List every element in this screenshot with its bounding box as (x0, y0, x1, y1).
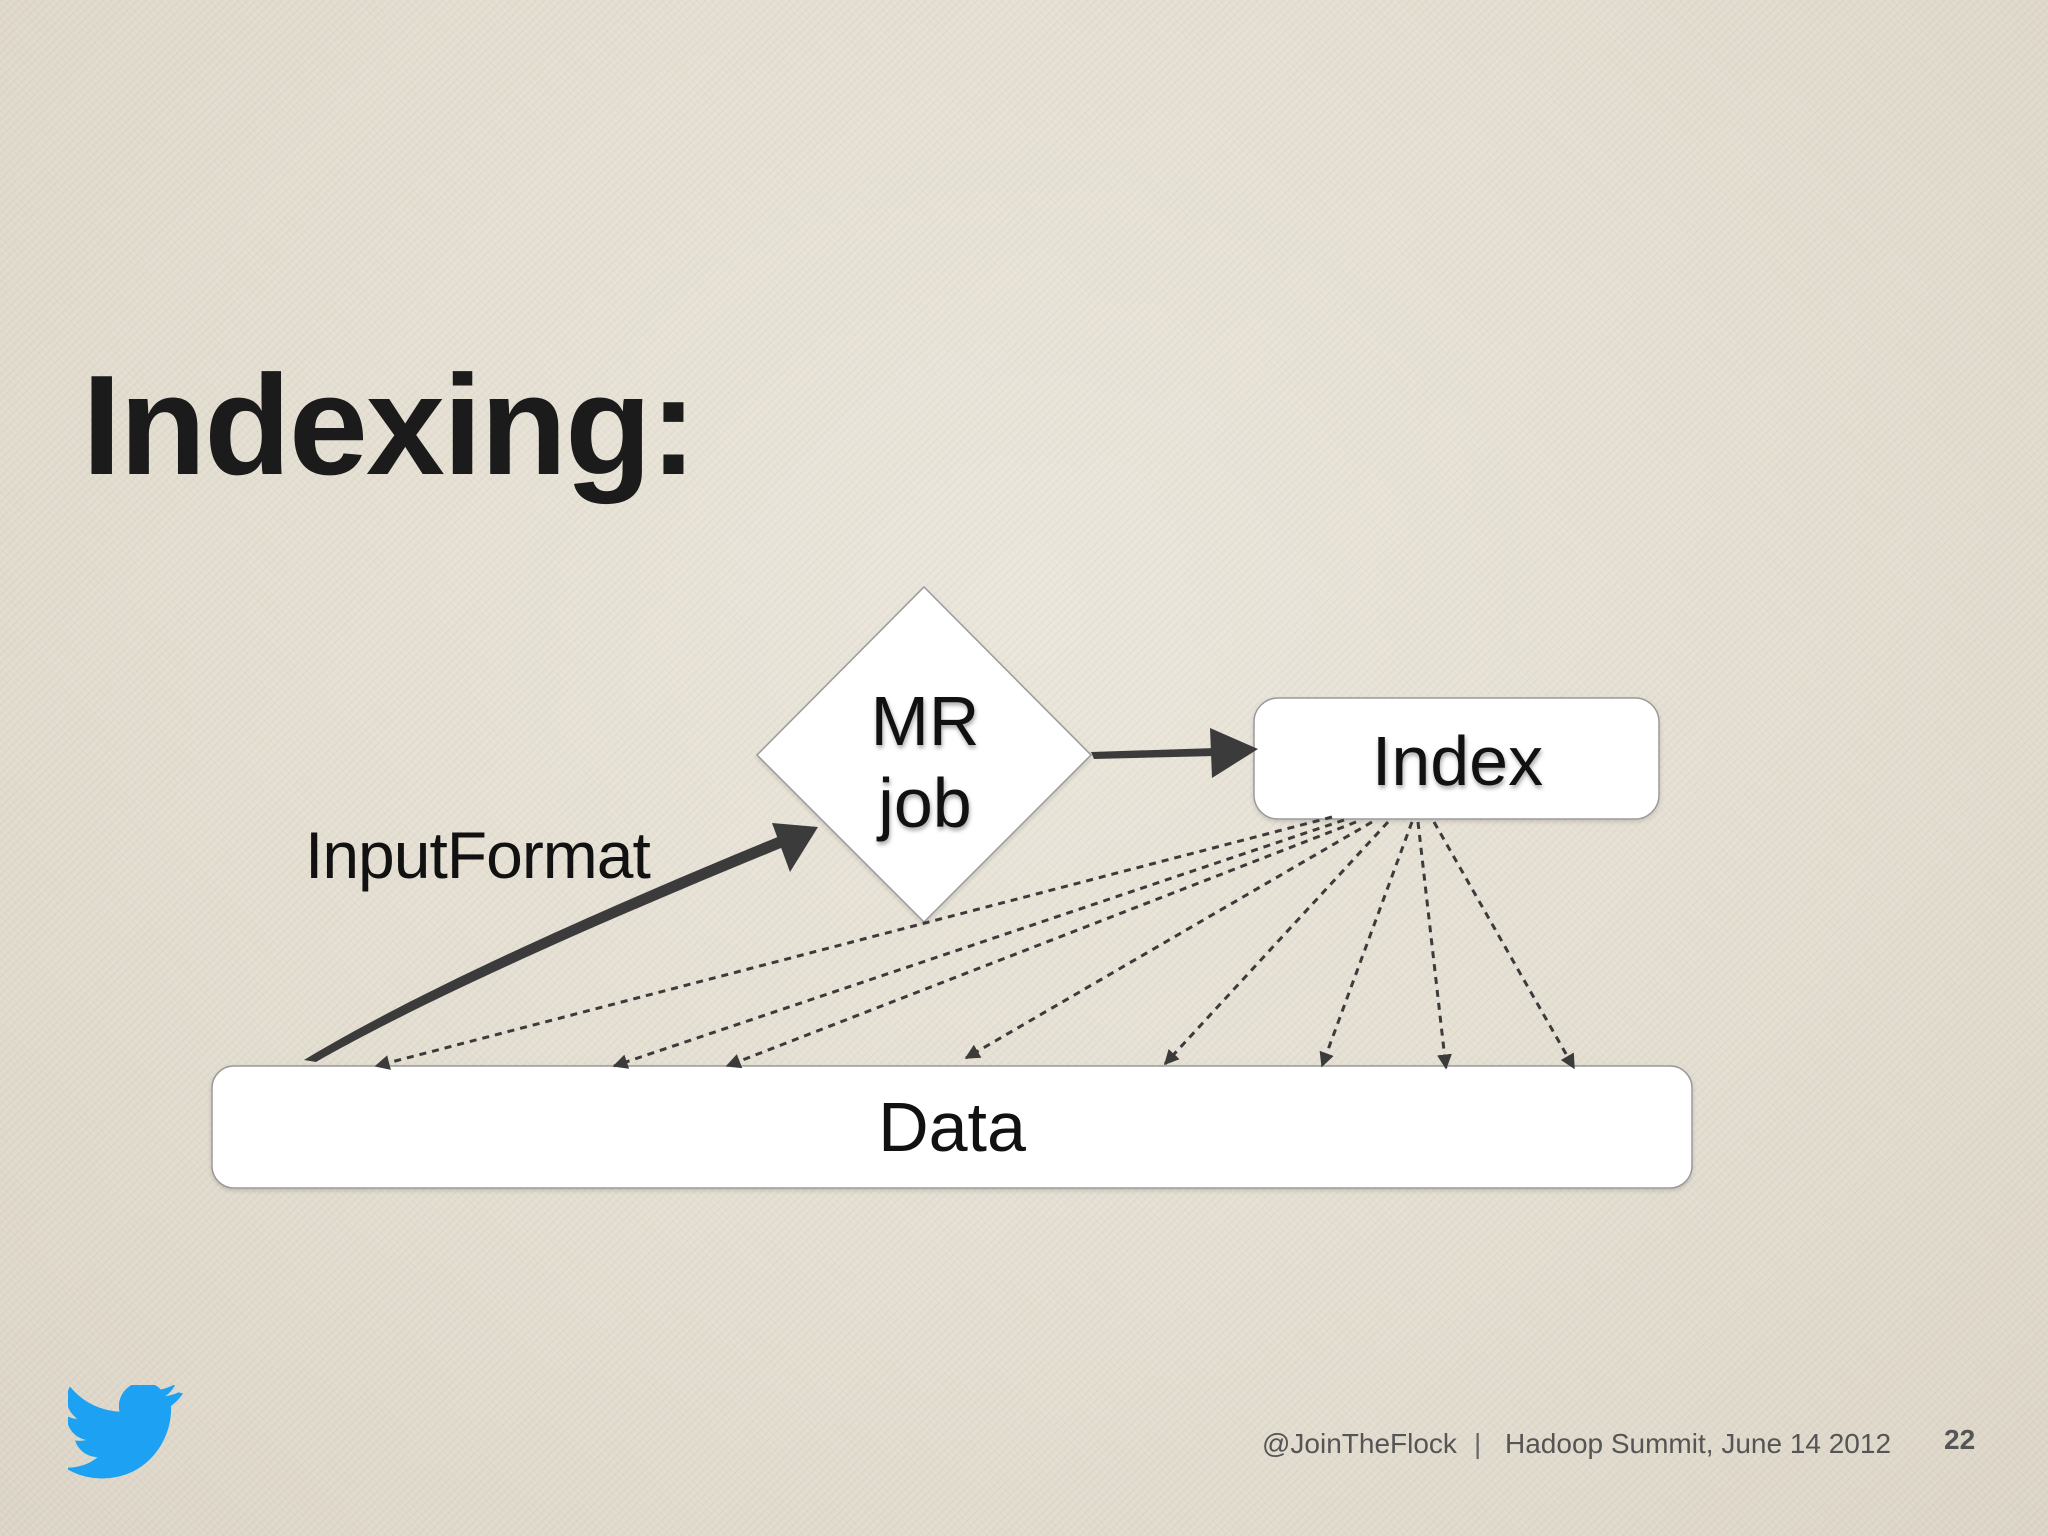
index-to-data-arrows (374, 815, 1576, 1070)
page-number: 22 (1944, 1424, 1976, 1455)
twitter-bird-icon (68, 1385, 184, 1479)
footer-event: Hadoop Summit, June 14 2012 (1505, 1428, 1892, 1459)
footer-separator: | (1474, 1428, 1482, 1459)
data-node (211, 1065, 1693, 1189)
index-label: Index (1371, 722, 1544, 800)
mr-to-index-arrow (1091, 728, 1258, 778)
dashed-arrow (1432, 821, 1576, 1070)
input-format-arrow (304, 823, 818, 1062)
data-label: Data (878, 1088, 1026, 1166)
dashed-arrow (612, 818, 1345, 1069)
footer-handle: @JoinTheFlock (1262, 1428, 1457, 1459)
input-format-label: InputFormat (305, 818, 651, 892)
dashed-arrow (1163, 820, 1390, 1066)
slide-title: Indexing: (82, 346, 697, 505)
index-node (1253, 697, 1660, 820)
dashed-arrow (964, 820, 1373, 1060)
dashed-arrow (1319, 821, 1414, 1068)
dashed-arrow (725, 820, 1357, 1069)
dashed-arrow (1416, 821, 1452, 1070)
mr-job-label-line1: MR (870, 682, 980, 760)
dashed-arrow (374, 815, 1333, 1070)
mr-job-label-line2: job (878, 764, 972, 842)
